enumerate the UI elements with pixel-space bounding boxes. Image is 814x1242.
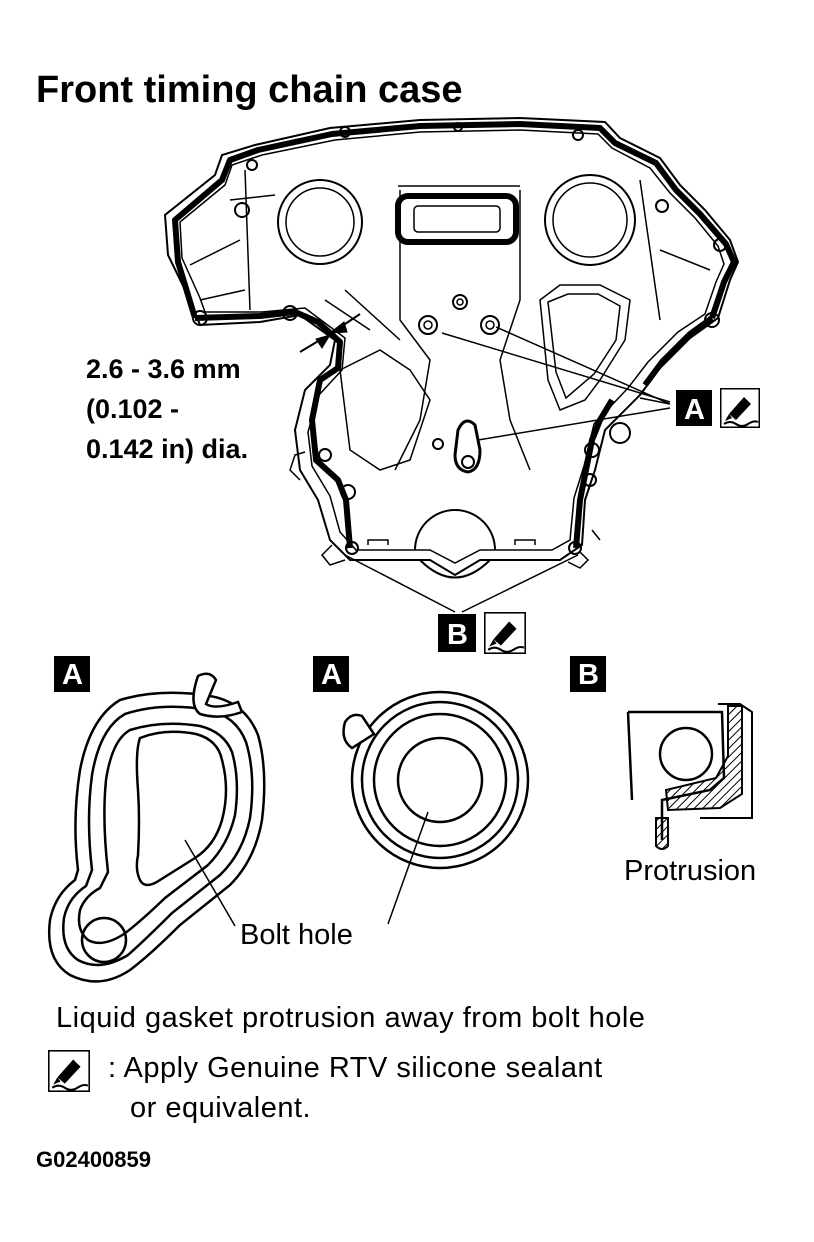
detail-a-left-gasket xyxy=(48,672,266,983)
bolt-hole-leader-middle xyxy=(387,811,429,925)
detail-a-middle-gasket xyxy=(342,690,530,870)
protrusion-label: Protrusion xyxy=(624,855,756,887)
detail-a-left-label: A xyxy=(62,659,83,691)
figure-code: G02400859 xyxy=(36,1147,151,1172)
dimension-line-3: 0.142 in) dia. xyxy=(86,434,248,464)
detail-b-section xyxy=(626,703,753,850)
marker-a: A xyxy=(676,388,760,428)
dimension-line-2: (0.102 - xyxy=(86,394,179,424)
detail-a-middle-box xyxy=(313,656,349,692)
sealant-tube-icon xyxy=(720,388,760,428)
marker-b-letter: B xyxy=(447,619,468,651)
leader-lines-b xyxy=(344,554,579,613)
bolt-hole-label: Bolt hole xyxy=(240,919,353,951)
dimension-line-1: 2.6 - 3.6 mm xyxy=(86,354,241,384)
marker-b: B xyxy=(438,612,526,654)
detail-a-middle-label: A xyxy=(321,659,342,691)
leader-lines-a xyxy=(441,326,671,441)
detail-b-label: B xyxy=(578,659,599,691)
legend-line-2: or equivalent. xyxy=(130,1092,311,1124)
page-title: Front timing chain case xyxy=(36,69,463,111)
gasket-note: Liquid gasket protrusion away from bolt … xyxy=(56,1002,645,1034)
timing-chain-case xyxy=(163,116,740,579)
detail-a-left-box xyxy=(54,656,90,692)
sealant-tube-icon xyxy=(48,1050,90,1092)
detail-b-box xyxy=(570,656,606,692)
dimension-arrow xyxy=(299,313,361,353)
marker-a-letter: A xyxy=(684,394,705,426)
legend: : Apply Genuine RTV silicone sealant or … xyxy=(48,1050,603,1124)
legend-line-1: : Apply Genuine RTV silicone sealant xyxy=(108,1052,603,1084)
bolt-hole-leader-left xyxy=(184,839,236,927)
sealant-tube-icon xyxy=(484,612,526,654)
